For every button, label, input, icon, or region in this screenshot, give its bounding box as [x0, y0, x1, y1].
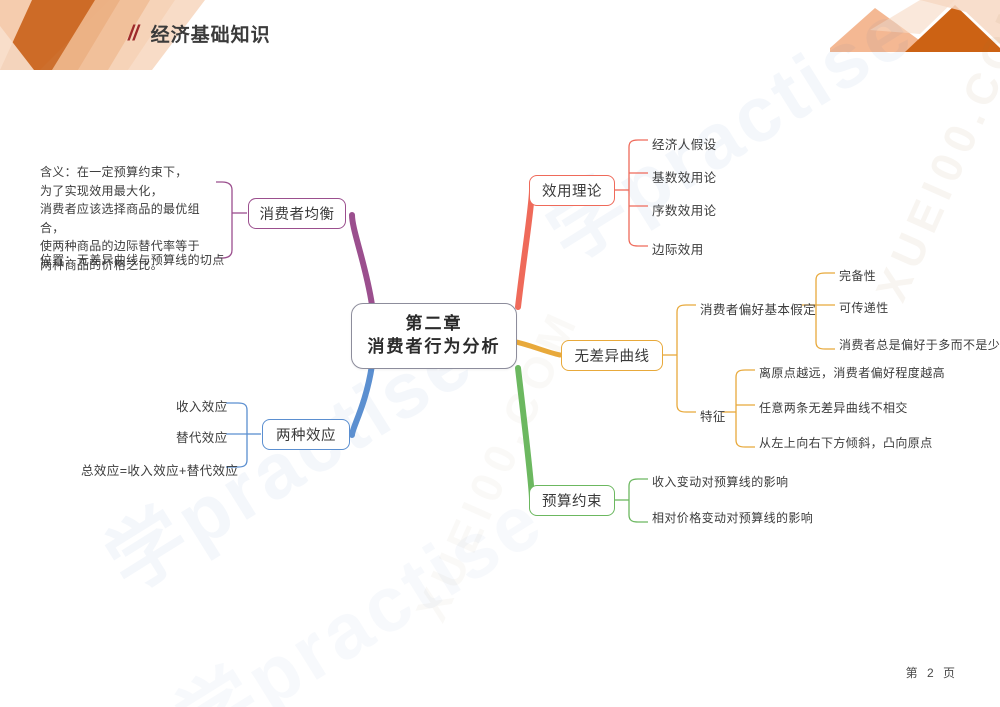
leaf-utility-theory-2: 序数效用论	[652, 204, 717, 218]
leaf-budget-constraint-1: 相对价格变动对预算线的影响	[652, 511, 814, 525]
leaf-two-effects-1: 替代效应	[176, 431, 228, 445]
branch-node-consumer-equilibrium[interactable]: 消费者均衡	[248, 198, 346, 229]
leaf-two-effects-2: 总效应=收入效应+替代效应	[81, 464, 239, 478]
leaf-budget-constraint-0: 收入变动对预算线的影响	[652, 475, 789, 489]
page-number: 第 2 页	[905, 666, 958, 680]
leaf-utility-theory-0: 经济人假设	[652, 138, 717, 152]
leaf-characteristic-2: 从左上向右下方倾斜，凸向原点	[759, 436, 933, 450]
leaf-characteristic-0: 离原点越远，消费者偏好程度越高	[759, 366, 946, 380]
branch-label: 消费者均衡	[259, 207, 335, 223]
header-slash-icon: //	[128, 21, 139, 45]
leaf-preference-assumptions: 消费者偏好基本假定	[700, 303, 817, 317]
leaf-utility-theory-1: 基数效用论	[652, 171, 717, 185]
leaf-preference-assumption-2: 消费者总是偏好于多而不是少	[839, 338, 1000, 352]
branch-node-indifference-curve[interactable]: 无差异曲线	[561, 340, 663, 371]
branch-label: 预算约束	[542, 494, 602, 510]
leaf-utility-theory-3: 边际效用	[652, 243, 704, 257]
page-header: // 经济基础知识	[128, 20, 271, 47]
branch-node-two-effects[interactable]: 两种效应	[262, 419, 350, 450]
center-node-line2: 消费者行为分析	[367, 337, 501, 356]
leaf-characteristic-1: 任意两条无差异曲线不相交	[759, 401, 908, 415]
note-consumer-equilibrium-position: 位置：无差异曲线与预算线的切点	[40, 253, 225, 267]
branch-label: 两种效应	[276, 428, 336, 444]
leaf-preference-assumption-1: 可传递性	[839, 301, 889, 315]
center-node-line1: 第二章	[405, 314, 463, 334]
mindmap-center-node[interactable]: 第二章 消费者行为分析	[351, 303, 517, 369]
branch-node-utility-theory[interactable]: 效用理论	[529, 175, 615, 206]
leaf-preference-assumption-0: 完备性	[839, 269, 877, 283]
page-title: 经济基础知识	[150, 25, 271, 46]
branch-label: 无差异曲线	[574, 349, 650, 365]
leaf-characteristics: 特征	[700, 410, 726, 424]
branch-label: 效用理论	[542, 184, 602, 200]
branch-node-budget-constraint[interactable]: 预算约束	[529, 485, 615, 516]
note-consumer-equilibrium-meaning: 含义：在一定预算约束下， 为了实现效用最大化， 消费者应该选择商品的最优组合， …	[40, 165, 200, 272]
leaf-two-effects-0: 收入效应	[176, 400, 228, 414]
